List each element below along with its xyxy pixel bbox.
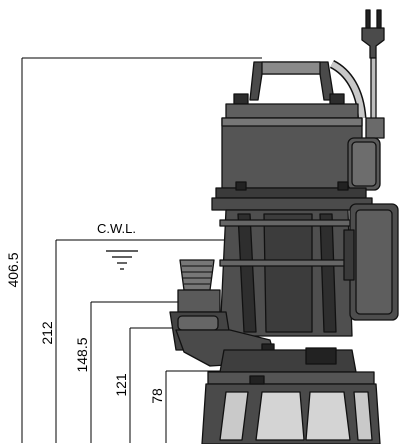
motor-housing (221, 103, 363, 189)
power-plug-icon (361, 9, 385, 139)
dim-label-121: 121 (113, 373, 129, 397)
dim-label-total: 406.5 (5, 252, 21, 287)
cwl-label: C.W.L. (97, 221, 136, 236)
bolt (329, 93, 345, 105)
float-switch (343, 203, 399, 321)
dim-label-78: 78 (149, 388, 165, 404)
water-level-symbol (106, 250, 138, 270)
bolt (233, 93, 249, 105)
dimension-lines (21, 57, 312, 443)
pump-drawing (169, 9, 399, 444)
float-switch-top (347, 137, 381, 191)
carry-handle (249, 61, 335, 101)
dim-label-148: 148.5 (74, 337, 90, 372)
dim-label-212: 212 (39, 321, 55, 345)
pump-base (201, 347, 381, 444)
pump-body (219, 209, 361, 337)
